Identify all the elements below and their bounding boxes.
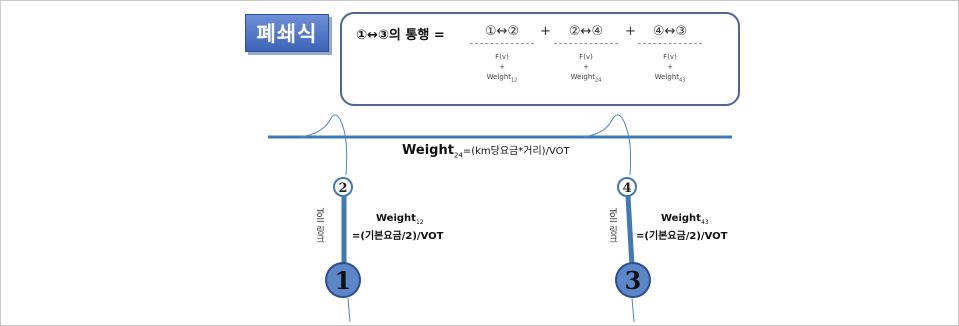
right-weight-sub: 43	[700, 219, 709, 226]
left-toll-label: Toll 링크	[314, 208, 324, 244]
node-3	[615, 262, 651, 298]
left-curve	[299, 114, 348, 176]
formula-term-3: ④↔③ F(v) + Weight43	[638, 24, 702, 85]
term-1-weight-sub: 12	[511, 77, 518, 84]
term-1-od: ①↔②	[470, 24, 534, 44]
main-weight-formula: =(km당요금*거리)/VOT	[462, 146, 570, 157]
term-2-fv: F(v)	[579, 53, 593, 61]
right-toll-link	[625, 195, 635, 267]
formula-term-1: ①↔② F(v) + Weight12	[470, 24, 534, 85]
term-1-fv: F(v)	[495, 53, 509, 61]
node-3-label: 3	[625, 266, 642, 295]
formula-term-2: ②↔④ F(v) + Weight24	[554, 24, 618, 85]
right-toll-weight: Weight43	[661, 213, 709, 226]
left-weight: Weight	[376, 213, 416, 224]
formula-box: ①↔③의 통행 = ①↔② F(v) + Weight12 + ②↔④ F(v)…	[340, 12, 740, 106]
main-weight-sub: 24	[453, 151, 463, 160]
formula-title: ①↔③의 통행 =	[356, 28, 445, 43]
term-2-weight: Weight	[570, 73, 595, 81]
node-4	[617, 177, 637, 197]
left-toll-weight: Weight12	[376, 213, 424, 226]
right-toll-label: Toll 링크	[607, 208, 617, 244]
right-curve	[582, 114, 632, 176]
node-2	[333, 177, 353, 197]
term-3-weight-sub: 43	[679, 77, 686, 84]
closed-system-badge: 폐쇄식	[245, 14, 329, 52]
node-4-label: 4	[622, 181, 631, 196]
node-1	[325, 262, 361, 298]
formula-plus-2: +	[625, 24, 636, 39]
node-1-label: 1	[335, 266, 352, 295]
right-toll-formula: =(기본요금/2)/VOT	[636, 231, 728, 242]
term-1-weight: Weight	[486, 73, 511, 81]
node-2-label: 2	[338, 181, 347, 196]
term-3-plus: +	[667, 63, 673, 71]
right-access-line	[631, 297, 635, 323]
formula-plus-1: +	[540, 24, 551, 39]
term-2-od: ②↔④	[554, 24, 618, 44]
main-link-weight-label: Weight24=(km당요금*거리)/VOT	[402, 142, 570, 160]
left-access-line	[347, 297, 351, 323]
term-2-weight-sub: 24	[595, 77, 602, 84]
term-2-plus: +	[583, 63, 589, 71]
left-toll-formula: =(기본요금/2)/VOT	[352, 231, 444, 242]
main-weight: Weight	[402, 143, 454, 158]
term-3-od: ④↔③	[638, 24, 702, 44]
left-weight-sub: 12	[415, 219, 424, 226]
term-1-plus: +	[499, 63, 505, 71]
right-weight: Weight	[661, 213, 701, 224]
term-3-weight: Weight	[654, 73, 679, 81]
term-3-fv: F(v)	[663, 53, 677, 61]
